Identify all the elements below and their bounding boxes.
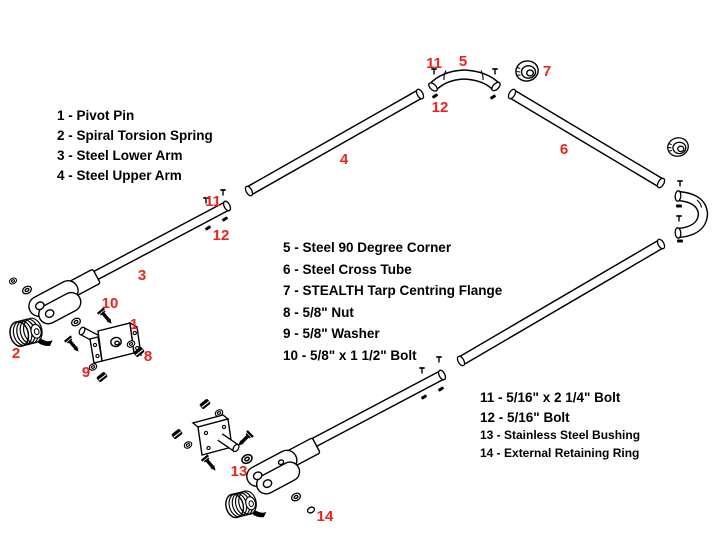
- callout-10: 10: [102, 295, 119, 312]
- steel-cross-tube: [507, 88, 666, 189]
- callout-14: 14: [317, 508, 334, 525]
- legend-item-bolt-12: 12 - 5/16" Bolt: [480, 409, 570, 425]
- legend-item-steel-90-degree-corner: 5 - Steel 90 Degree Corner: [283, 240, 452, 255]
- callout-3: 3: [138, 267, 146, 284]
- callout-5: 5: [459, 53, 467, 70]
- washer-ring: [182, 439, 194, 451]
- washer-ring: [7, 276, 19, 286]
- pivot-pin-bracket-bottom: [191, 414, 240, 456]
- steel-lower-arm-tube: [73, 200, 232, 291]
- pivot-pin-bracket: [78, 321, 142, 364]
- nut-8: [95, 370, 109, 384]
- washer-ring: [20, 284, 34, 296]
- right-lower-arm-clevis: [246, 437, 321, 495]
- legend-item-spiral-torsion-spring: 2 - Spiral Torsion Spring: [57, 128, 213, 143]
- steel-90-degree-corner: [428, 69, 501, 92]
- parts-legend-group-3: 11 - 5/16" x 2 1/4" Bolt 12 - 5/16" Bolt…: [480, 388, 640, 462]
- legend-item-stealth-tarp-centring-flange: 7 - STEALTH Tarp Centring Flange: [283, 283, 503, 298]
- legend-item-steel-lower-arm: 3 - Steel Lower Arm: [57, 148, 183, 163]
- lower-arm-clevis: [28, 269, 101, 325]
- callout-9: 9: [82, 364, 90, 381]
- callout-6: 6: [560, 141, 568, 158]
- bolt-10-screw: [63, 334, 84, 357]
- right-lower-arm-tube: [297, 369, 447, 455]
- callout-12-corner: 12: [432, 99, 449, 116]
- callout-2: 2: [12, 345, 20, 362]
- nut: [170, 427, 184, 441]
- washer-ring: [289, 491, 303, 503]
- washer-ring: [69, 316, 83, 328]
- nut: [198, 397, 212, 411]
- steel-upper-arm-tube: [244, 88, 425, 197]
- tarp-centring-flange: [513, 57, 541, 85]
- legend-item-external-retaining-ring: 14 - External Retaining Ring: [480, 445, 640, 460]
- callout-11-arm: 11: [205, 193, 221, 210]
- legend-item-steel-upper-arm: 4 - Steel Upper Arm: [57, 168, 182, 183]
- callout-8: 8: [144, 348, 152, 365]
- legend-item-bolt-10: 10 - 5/8" x 1 1/2" Bolt: [283, 347, 417, 363]
- legend-item-pivot-pin: 1 - Pivot Pin: [57, 108, 135, 123]
- callout-12-arm: 12: [213, 227, 230, 244]
- parts-legend-group-1: 1 - Pivot Pin 2 - Spiral Torsion Spring …: [57, 106, 213, 186]
- callout-7: 7: [543, 63, 551, 80]
- parts-legend-group-2: 5 - Steel 90 Degree Corner 6 - Steel Cro…: [283, 237, 502, 366]
- right-corner-elbow: [674, 190, 709, 239]
- legend-item-stainless-steel-bushing: 13 - Stainless Steel Bushing: [480, 428, 641, 442]
- callout-4: 4: [340, 151, 349, 168]
- legend-item-nut: 8 - 5/8" Nut: [283, 304, 354, 320]
- legend-item-steel-cross-tube: 6 - Steel Cross Tube: [283, 261, 412, 277]
- external-retaining-ring: [306, 506, 316, 514]
- callout-13: 13: [231, 463, 248, 480]
- callout-1: 1: [130, 316, 138, 333]
- legend-item-bolt-11: 11 - 5/16" x 2 1/4" Bolt: [480, 390, 621, 405]
- tarp-centring-flange-right: [665, 134, 691, 160]
- callout-11-corner: 11: [426, 55, 442, 72]
- legend-item-washer: 9 - 5/8" Washer: [283, 326, 380, 341]
- right-upper-arm-tube: [456, 238, 666, 367]
- bolt-screw: [200, 453, 221, 476]
